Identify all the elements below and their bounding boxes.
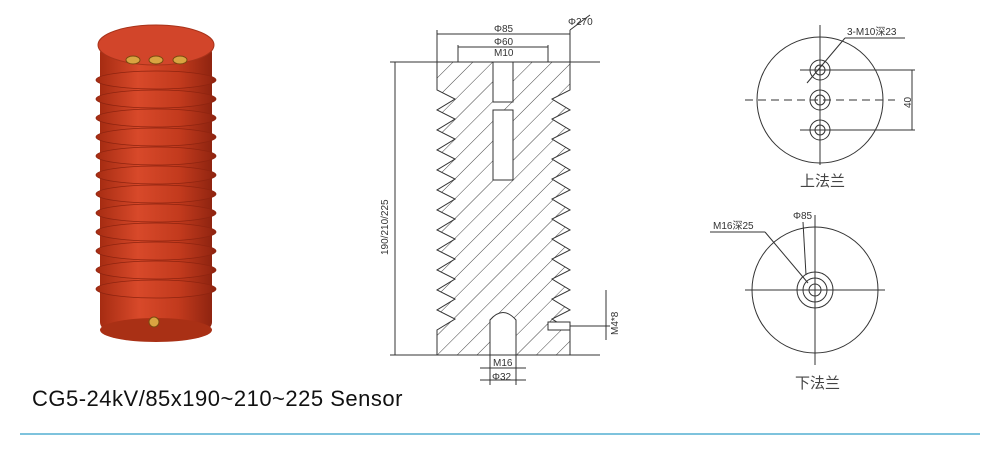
bottom-flange-view: M16深25 Φ85 下法兰: [710, 211, 885, 392]
insulator-rib: [95, 108, 217, 128]
section-drawing: Φ85 Φ60 M10 Φ270 190/210/225 M4*8 M16 Φ3…: [380, 14, 621, 385]
dim-phi60: Φ60: [494, 37, 514, 48]
insulator-rib: [95, 279, 217, 299]
top-flange-label: 上法兰: [800, 172, 845, 190]
dim-height: 190/210/225: [380, 199, 391, 255]
dim-phi32: Φ32: [492, 372, 512, 383]
insulator-rib: [95, 260, 217, 280]
dim-phi85: Φ85: [494, 24, 514, 35]
top-flange-view: 3-M10深23 40 上法兰: [745, 25, 915, 190]
divider-line: [20, 433, 980, 435]
insulator-rib: [95, 70, 217, 90]
product-caption: CG5-24kV/85x190~210~225 Sensor: [32, 386, 403, 411]
insulator-rib: [95, 203, 217, 223]
dim-phi270: Φ270: [568, 17, 593, 28]
top-flange-callout: 3-M10深23: [847, 26, 897, 38]
insulator-rib: [95, 222, 217, 242]
bottom-flange-label: 下法兰: [795, 374, 840, 392]
insulator-rib: [95, 184, 217, 204]
top-flange-spacing: 40: [903, 96, 914, 108]
dim-m10: M10: [494, 48, 514, 59]
insulator-rib: [95, 89, 217, 109]
sensor-insulator-image: [95, 24, 217, 342]
insulator-rib: [95, 241, 217, 261]
bottom-flange-callout: M16深25: [713, 220, 754, 232]
dim-m4x8: M4*8: [610, 311, 621, 335]
insulator-rib: [95, 146, 217, 166]
dim-m16: M16: [493, 358, 513, 369]
insulator-rib: [95, 127, 217, 147]
insulator-rib: [95, 165, 217, 185]
bottom-flange-dim: Φ85: [793, 211, 813, 222]
